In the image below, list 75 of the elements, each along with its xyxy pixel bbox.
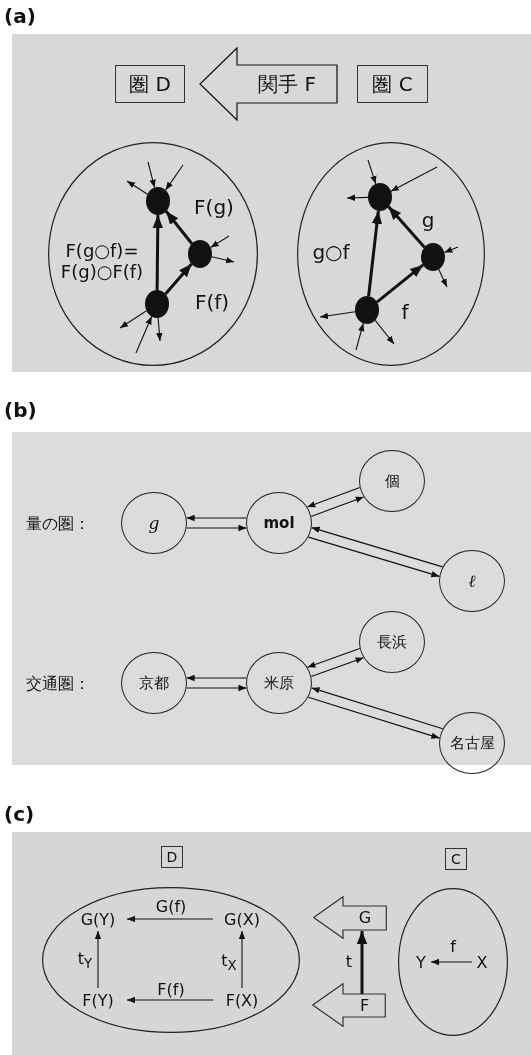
arrow [126,180,149,195]
edge-label: F(g○f)= F(g)○F(f) [59,241,145,283]
edge-label: G(f) [155,897,187,917]
category-box: 圏 C [357,65,428,103]
math-label: F(X) [215,989,269,1011]
math-label: G(Y) [71,908,125,930]
edge-label: F(g) [194,195,234,219]
arrow [238,930,246,989]
panel-label: (b) [4,398,37,422]
math-label: F(Y) [71,989,125,1011]
arrow [319,311,356,319]
row-label: 交通圏： [26,674,90,695]
arrow [375,263,425,304]
arrow [367,159,377,185]
arrow [374,319,395,345]
arrow [387,205,426,249]
arrow [306,487,361,508]
ellipse-outline [398,888,508,1036]
arrow [210,235,230,248]
panel-label: (a) [4,4,36,28]
arrow [186,514,247,522]
arrow [307,696,440,739]
arrow [430,958,473,966]
arrow [346,194,369,201]
ellipse-outline [42,887,300,1033]
block-arrow: F [312,983,386,1027]
ellipse-outline [297,142,485,366]
arrow [165,164,184,191]
ellipse-outline [48,142,258,366]
category-box: C [445,848,467,870]
edge-label: 関手 F [258,72,316,96]
edge-label: F(f) [194,290,230,314]
edge-label: F(f) [157,980,185,1000]
arrow [164,262,193,296]
arrow [186,684,247,692]
arrow [152,215,163,290]
block-arrow: G [313,896,387,939]
edge-label: g [421,208,435,232]
arrow [126,996,214,1004]
panel-label: (c) [4,802,35,826]
edge-label: g○f [312,240,350,264]
edge-label: f [450,937,456,957]
arrow [367,210,383,297]
arrow [311,526,444,568]
arrow [94,930,102,989]
block-arrow [199,46,338,122]
edge-label: t$_{X}$ [221,952,237,974]
edge-label: t [345,952,353,972]
arrow [307,536,440,578]
math-label: Y [413,951,429,973]
category-box: 圏 D [115,65,185,103]
edge-label: f [401,300,409,324]
arrow [119,310,148,329]
arrow [126,915,214,923]
arrow [186,674,247,682]
arrow [147,161,156,189]
arrow [443,246,459,254]
arrow [306,647,361,668]
arrow [438,268,448,288]
arrow [186,524,247,532]
arrow [356,931,368,994]
arrow [310,657,365,678]
math-label: G(X) [215,908,269,930]
arrow [164,210,194,245]
arrow [135,315,153,354]
arrow [390,166,438,192]
arrow [310,496,365,517]
arrow [355,322,365,351]
arrow [311,687,444,730]
row-label: 量の圏： [26,514,90,535]
math-label: X [474,951,490,973]
arrow [156,317,163,342]
edge-label: t$_{Y}$ [77,950,93,972]
arrow [211,256,235,264]
category-box: D [161,846,183,868]
